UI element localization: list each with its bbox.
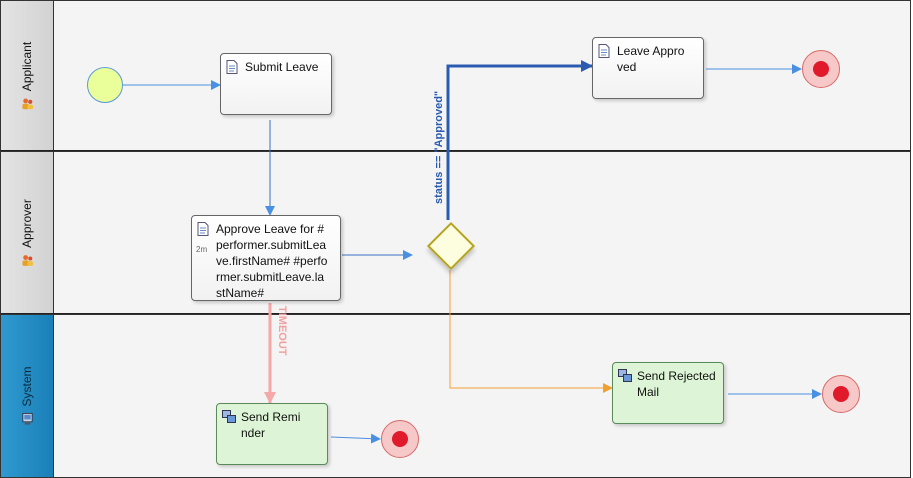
lane-system[interactable]: System [0, 314, 911, 478]
document-icon [598, 44, 610, 58]
timer-label: 2m [196, 245, 208, 254]
document-icon [226, 60, 238, 74]
task-label: Send Reminder [241, 410, 301, 440]
end-event-rejected[interactable] [822, 375, 860, 413]
task-send-rejected-mail[interactable]: Send Rejected Mail [612, 362, 724, 424]
actor-icon [21, 97, 33, 109]
start-event[interactable] [87, 67, 123, 103]
condition-label: status == "Approved" [433, 90, 445, 204]
system-icon [21, 412, 33, 425]
end-event-core [813, 61, 829, 77]
task-leave-approved[interactable]: Leave Approved [592, 37, 704, 99]
actor-icon [21, 254, 33, 266]
service-icon [618, 369, 632, 382]
task-label: Approve Leave for #performer.submitLeave… [216, 222, 328, 300]
task-label: Submit Leave [245, 60, 319, 74]
task-label: Send Rejected Mail [637, 369, 716, 399]
task-send-reminder[interactable]: Send Reminder [216, 403, 328, 465]
lane-header-approver[interactable]: Approver [1, 152, 54, 313]
lane-header-system[interactable]: System [1, 315, 54, 477]
lane-applicant[interactable]: Applicant [0, 0, 911, 152]
task-submit-leave[interactable]: Submit Leave [220, 53, 332, 115]
service-icon [222, 410, 236, 423]
end-event-core [392, 431, 408, 447]
flow-gateway-to-approved[interactable] [446, 60, 593, 220]
lane-header-applicant[interactable]: Applicant [1, 1, 54, 150]
task-label: Leave Approved [617, 44, 685, 74]
timeout-label: TIMEOUT [276, 306, 288, 356]
end-event-core [833, 386, 849, 402]
end-event-reminder[interactable] [381, 420, 419, 458]
task-approve-leave[interactable]: 2m Approve Leave for #performer.submitLe… [191, 215, 341, 301]
end-event-approved[interactable] [802, 50, 840, 88]
flow-gateway-to-rejected[interactable] [449, 270, 613, 393]
document-icon [197, 222, 209, 236]
flow-reminder-to-end[interactable] [330, 433, 381, 444]
